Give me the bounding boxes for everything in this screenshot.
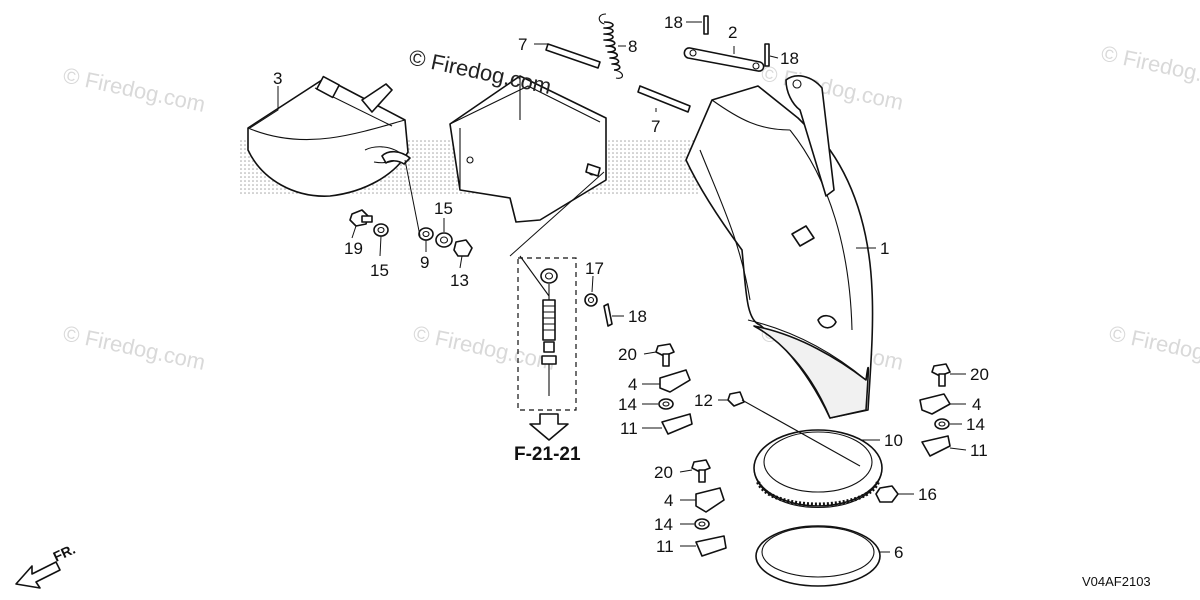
part-15-washer-right — [435, 232, 453, 248]
part-6-ring — [755, 525, 881, 587]
callout-4-left: 4 — [628, 375, 637, 394]
part-18-cotter-pin-top — [703, 15, 709, 35]
part-17-washer — [584, 293, 598, 307]
callout-11-right: 11 — [970, 441, 988, 460]
part-2-link — [683, 47, 765, 72]
part-7-pin-upper — [545, 43, 601, 69]
callout-9: 9 — [420, 253, 429, 272]
callout-7-upper: 7 — [518, 35, 527, 54]
part-20-bolt-left — [655, 343, 675, 367]
callout-14-bottom: 14 — [654, 515, 673, 534]
figure-reference: F-21-21 — [514, 444, 581, 465]
callout-18-mid: 18 — [628, 307, 647, 326]
callout-3: 3 — [273, 69, 282, 88]
part-14-washer-left — [658, 398, 674, 410]
part-16-nut — [875, 485, 899, 503]
watermark-faint: © Firedog.com — [1099, 40, 1200, 95]
part-20-bolt-bottom — [691, 459, 711, 483]
watermark-faint: © Firedog.com — [1107, 320, 1200, 375]
callout-14-left: 14 — [618, 395, 637, 414]
part-18-cotter-pin-mid — [603, 303, 613, 327]
part-20-bolt-right — [931, 363, 951, 387]
part-11-plate-bottom — [695, 535, 727, 557]
callout-20-right: 20 — [970, 365, 989, 384]
callout-14-right: 14 — [966, 415, 985, 434]
part-18-cotter-pin-right — [764, 43, 770, 67]
front-direction-label: FR. — [51, 541, 78, 565]
chute-bracket — [449, 75, 607, 223]
part-9-washer — [418, 227, 434, 241]
part-1-discharge-chute — [685, 75, 874, 419]
callout-15-right: 15 — [434, 199, 453, 218]
callout-4-right: 4 — [972, 395, 981, 414]
callout-17: 17 — [585, 259, 604, 278]
part-7-pin-lower — [637, 85, 691, 113]
watermark-main: © Firedog.com — [407, 44, 554, 99]
callout-8: 8 — [628, 37, 637, 56]
front-direction-arrow-icon — [15, 561, 61, 589]
diagram-code: V04AF2103 — [1082, 574, 1151, 589]
part-11-plate-right — [921, 435, 951, 457]
leader-line — [509, 171, 605, 257]
callout-19: 19 — [344, 239, 363, 258]
callout-2: 2 — [728, 23, 737, 42]
part-10-gear-ring — [753, 429, 883, 508]
part-3-deflector — [247, 75, 411, 197]
part-4-clamp-right — [919, 393, 951, 415]
callout-11-left: 11 — [620, 419, 638, 438]
callout-20-bottom: 20 — [654, 463, 673, 482]
part-13-nut — [453, 239, 473, 257]
callout-11-bottom: 11 — [656, 537, 674, 556]
leader-lines — [249, 21, 967, 553]
watermark-faint: © Firedog.com — [411, 320, 558, 375]
callout-12: 12 — [694, 391, 713, 410]
callout-1: 1 — [880, 239, 889, 258]
part-19-bolt — [349, 209, 373, 227]
watermark-faint: © Firedog.com — [61, 62, 208, 117]
callout-10: 10 — [884, 431, 903, 450]
cable-assembly — [517, 255, 577, 411]
callout-4-bottom: 4 — [664, 491, 673, 510]
part-12-bolt — [727, 391, 861, 467]
part-14-washer-right — [934, 418, 950, 430]
part-4-clamp-left — [659, 369, 691, 393]
callout-18-right: 18 — [780, 49, 799, 68]
callout-6: 6 — [894, 543, 903, 562]
down-arrow-icon — [529, 413, 569, 441]
part-14-washer-bottom — [694, 518, 710, 530]
callout-16: 16 — [918, 485, 937, 504]
callout-13: 13 — [450, 271, 469, 290]
callout-20-left: 20 — [618, 345, 637, 364]
part-15-washer-left — [373, 223, 389, 237]
callout-18-top: 18 — [664, 13, 683, 32]
part-4-clamp-bottom — [695, 487, 725, 513]
callout-15-left: 15 — [370, 261, 389, 280]
part-11-plate-left — [661, 413, 693, 435]
watermark-faint: © Firedog.com — [61, 320, 208, 375]
part-8-spring — [598, 13, 624, 79]
callout-7-lower: 7 — [651, 117, 660, 136]
